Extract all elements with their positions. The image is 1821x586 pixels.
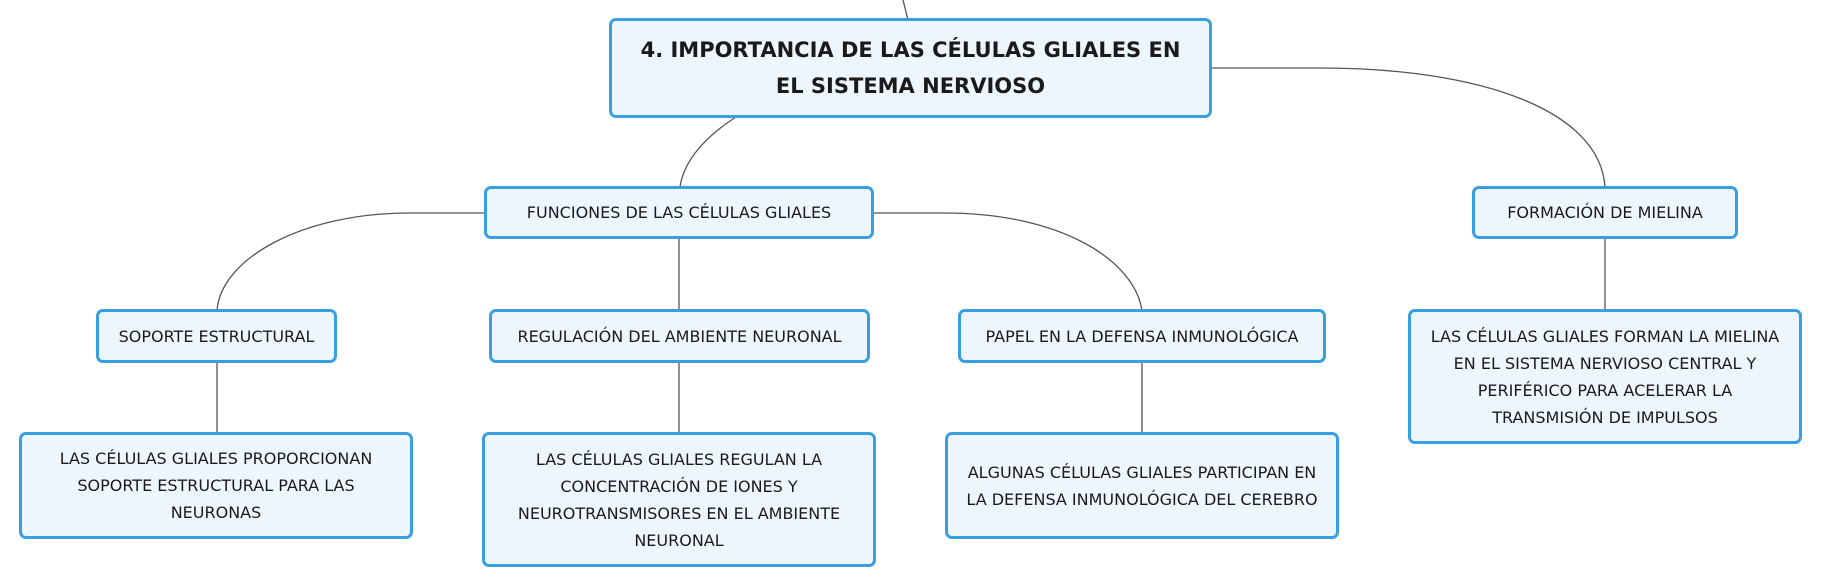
regulacion-detail-node[interactable]: LAS CÉLULAS GLIALES REGULAN LA CONCENTRA… [482,432,876,567]
defensa-detail-text: ALGUNAS CÉLULAS GLIALES PARTICIPAN EN LA… [966,462,1318,509]
regulacion-detail-text: LAS CÉLULAS GLIALES REGULAN LA CONCENTRA… [517,449,841,550]
mielina-detail-node[interactable]: LAS CÉLULAS GLIALES FORMAN LA MIELINA EN… [1408,309,1802,444]
regulacion-node[interactable]: REGULACIÓN DEL AMBIENTE NEURONAL [489,309,870,363]
regulacion-label: REGULACIÓN DEL AMBIENTE NEURONAL [517,326,842,346]
connector-funciones-to-defensa [874,212,1143,312]
funciones-label: FUNCIONES DE LAS CÉLULAS GLIALES [526,203,832,222]
connector-funciones-to-soporte [216,212,485,312]
soporte-detail-text: LAS CÉLULAS GLIALES PROPORCIONAN SOPORTE… [59,449,373,522]
connector-root-to-mielina [1211,67,1606,188]
soporte-label: SOPORTE ESTRUCTURAL [118,326,315,346]
defensa-node[interactable]: PAPEL EN LA DEFENSA INMUNOLÓGICA [958,309,1326,363]
defensa-detail-node[interactable]: ALGUNAS CÉLULAS GLIALES PARTICIPAN EN LA… [945,432,1339,539]
connector-parent-to-root [902,0,909,21]
mielina-detail-text: LAS CÉLULAS GLIALES FORMAN LA MIELINA EN… [1430,326,1780,427]
mielina-label: FORMACIÓN DE MIELINA [1507,203,1703,222]
funciones-node[interactable]: FUNCIONES DE LAS CÉLULAS GLIALES [484,186,874,239]
soporte-node[interactable]: SOPORTE ESTRUCTURAL [96,309,337,363]
root-topic-label: 4. IMPORTANCIA DE LAS CÉLULAS GLIALES EN… [640,38,1181,98]
root-topic-node[interactable]: 4. IMPORTANCIA DE LAS CÉLULAS GLIALES EN… [609,18,1212,118]
mielina-node[interactable]: FORMACIÓN DE MIELINA [1472,186,1738,239]
defensa-label: PAPEL EN LA DEFENSA INMUNOLÓGICA [985,326,1299,346]
connector-root-to-funciones [679,116,737,188]
soporte-detail-node[interactable]: LAS CÉLULAS GLIALES PROPORCIONAN SOPORTE… [19,432,413,539]
